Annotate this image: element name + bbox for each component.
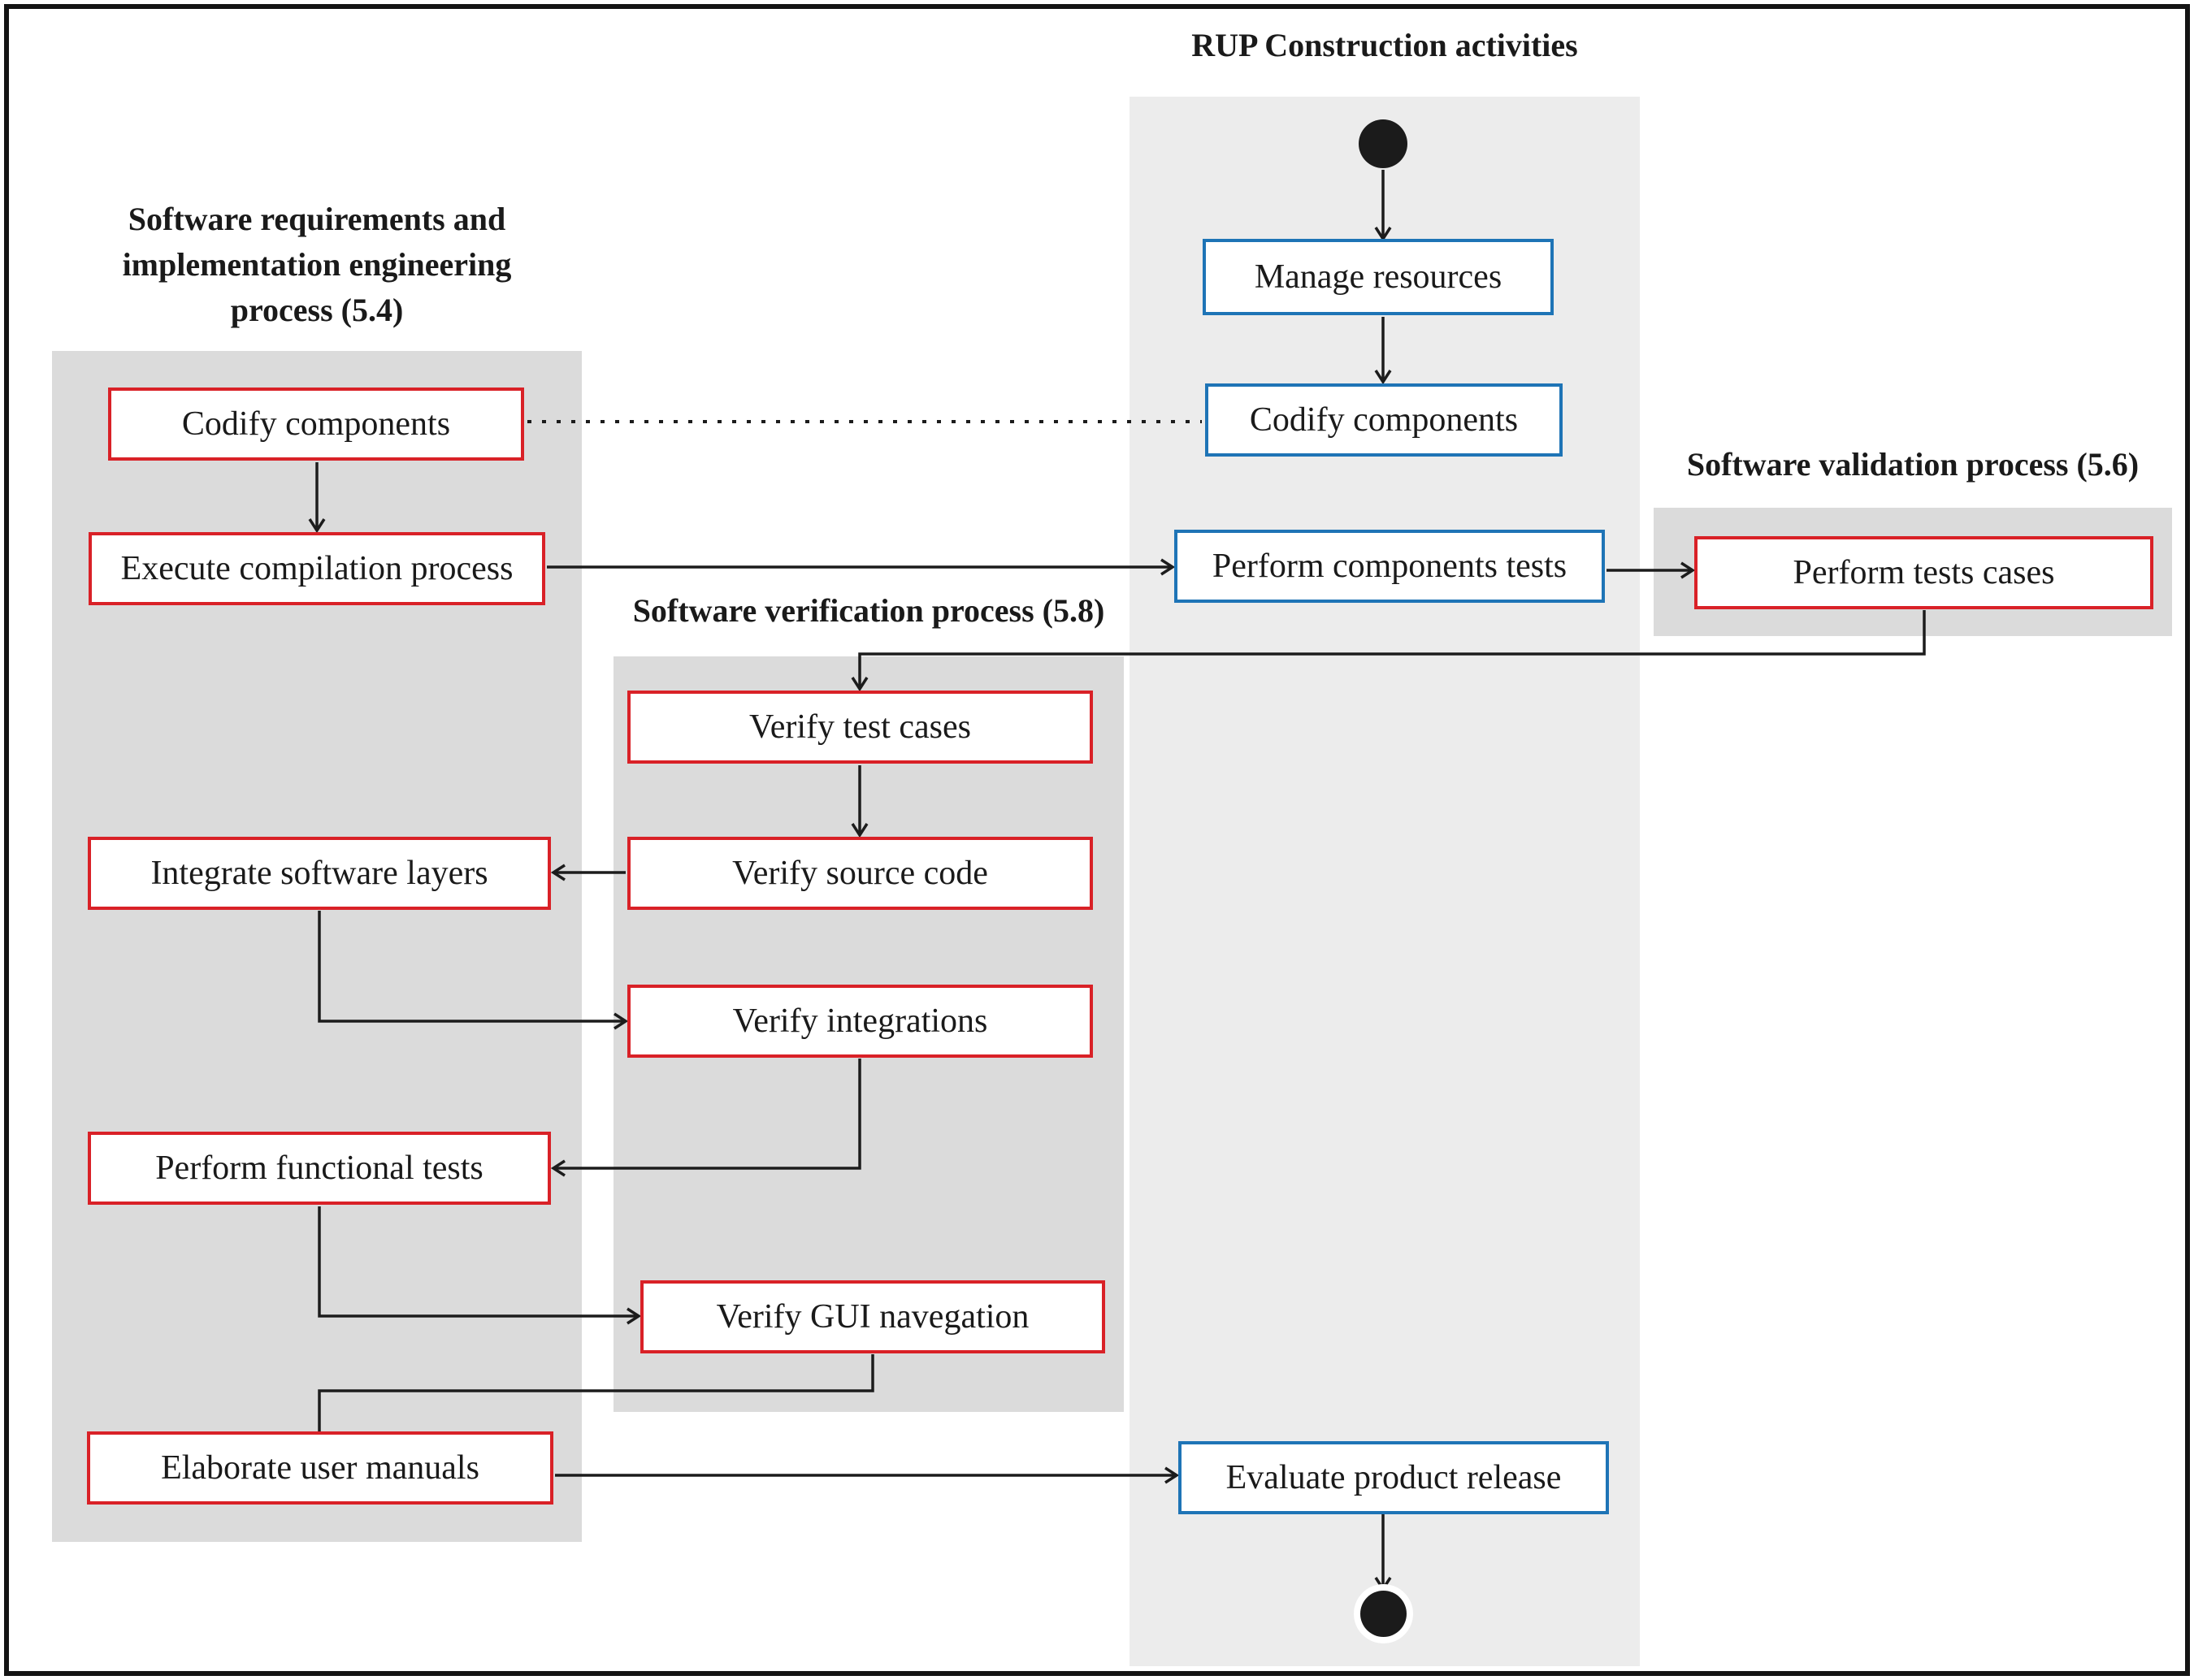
node-label: Perform functional tests xyxy=(155,1150,483,1187)
requirements-panel-header: Software requirements and implementation… xyxy=(52,197,582,333)
node-label: Verify source code xyxy=(732,855,988,892)
node-integrate-layers: Integrate software layers xyxy=(88,837,551,910)
node-verify-source-code: Verify source code xyxy=(627,837,1093,910)
node-perform-components-tests: Perform components tests xyxy=(1174,530,1605,603)
node-label: Elaborate user manuals xyxy=(161,1449,479,1487)
requirements-header-line1: Software requirements and xyxy=(128,201,506,237)
node-label: Verify GUI navegation xyxy=(716,1298,1030,1336)
node-verify-test-cases: Verify test cases xyxy=(627,691,1093,764)
end-node-icon xyxy=(1360,1591,1407,1637)
rup-construction-panel xyxy=(1130,97,1640,1666)
node-label: Verify integrations xyxy=(732,1002,988,1040)
node-verify-integrations: Verify integrations xyxy=(627,985,1093,1058)
node-codify-components-rup: Codify components xyxy=(1205,383,1563,457)
verification-panel-header: Software verification process (5.8) xyxy=(632,592,1105,629)
node-perform-functional: Perform functional tests xyxy=(88,1132,551,1205)
node-perform-tests-cases: Perform tests cases xyxy=(1694,536,2153,609)
requirements-panel xyxy=(52,351,582,1542)
node-label: Codify components xyxy=(1249,401,1519,439)
node-label: Execute compilation process xyxy=(120,550,514,587)
requirements-header-line3: process (5.4) xyxy=(230,292,404,328)
node-label: Evaluate product release xyxy=(1225,1459,1562,1496)
node-elaborate-manuals: Elaborate user manuals xyxy=(87,1431,553,1505)
requirements-header-line2: implementation engineering xyxy=(122,246,512,283)
node-codify-components-req: Codify components xyxy=(108,388,524,461)
node-label: Perform tests cases xyxy=(1793,554,2055,591)
validation-panel-header: Software validation process (5.6) xyxy=(1686,446,2140,483)
node-label: Codify components xyxy=(181,405,451,443)
start-node-icon xyxy=(1359,119,1407,168)
node-execute-compilation: Execute compilation process xyxy=(89,532,545,605)
diagram-title: RUP Construction activities xyxy=(1191,27,1578,63)
node-evaluate-product-release: Evaluate product release xyxy=(1178,1441,1609,1514)
node-label: Integrate software layers xyxy=(150,855,488,892)
node-verify-gui: Verify GUI navegation xyxy=(640,1280,1105,1353)
node-manage-resources: Manage resources xyxy=(1203,239,1554,315)
node-label: Manage resources xyxy=(1254,258,1502,296)
node-label: Perform components tests xyxy=(1212,548,1567,585)
node-label: Verify test cases xyxy=(749,708,971,746)
